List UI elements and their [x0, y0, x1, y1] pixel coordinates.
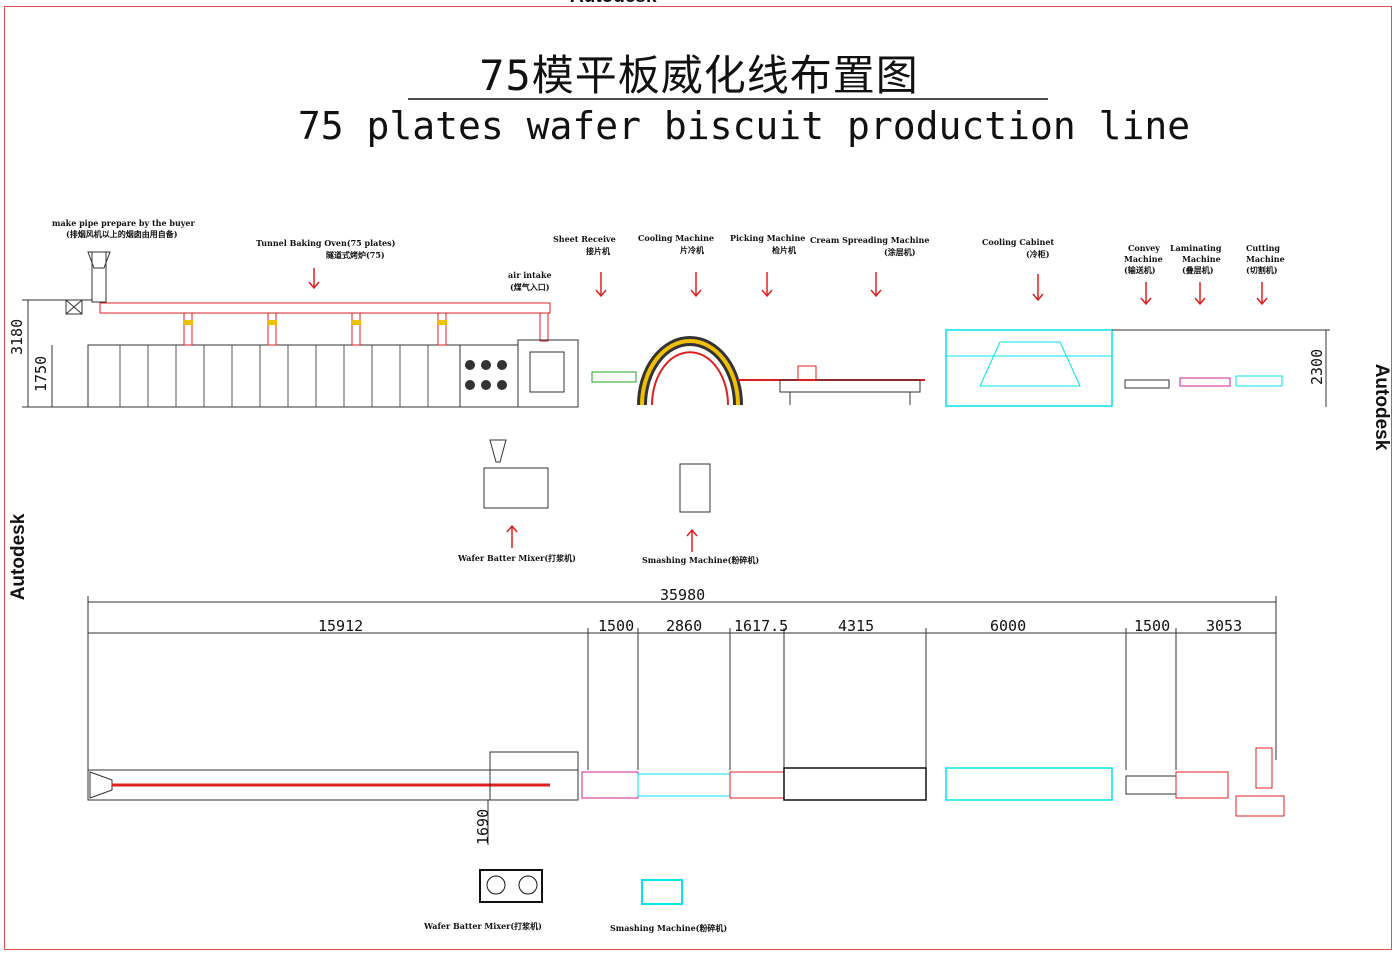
dim-2300: 2300	[1308, 349, 1326, 385]
svg-text:1500: 1500	[1134, 617, 1170, 635]
svg-text:(切割机): (切割机)	[1246, 265, 1278, 275]
svg-text:Sheet Receive: Sheet Receive	[553, 234, 616, 244]
labels: make pipe prepare by the buyer (排烟风机以上的烟…	[52, 218, 1285, 933]
elevation-view: 3180 1750 2300	[8, 251, 1330, 513]
title-chinese: 75模平板威化线布置图	[479, 51, 919, 100]
svg-text:6000: 6000	[990, 617, 1026, 635]
svg-text:接片机: 接片机	[586, 246, 610, 256]
svg-text:(叠层机): (叠层机)	[1182, 265, 1214, 275]
sheet-receive	[591, 371, 637, 383]
svg-text:3053: 3053	[1206, 617, 1242, 635]
watermark-top: Autodesk	[570, 0, 657, 8]
svg-text:make pipe prepare by the buyer: make pipe prepare by the buyer	[52, 218, 195, 228]
svg-text:1617.5: 1617.5	[734, 617, 788, 635]
svg-text:Smashing Machine(粉碎机): Smashing Machine(粉碎机)	[610, 923, 727, 933]
svg-text:(排烟风机以上的烟囱由用自备): (排烟风机以上的烟囱由用自备)	[66, 229, 178, 239]
callout-arrows	[308, 268, 1268, 552]
svg-text:(涂层机): (涂层机)	[884, 247, 916, 257]
duct-drops	[183, 312, 549, 346]
cream-spreader	[779, 379, 921, 393]
svg-text:Machine: Machine	[1182, 254, 1221, 264]
svg-text:片冷机: 片冷机	[680, 245, 704, 255]
svg-text:Laminating: Laminating	[1170, 243, 1222, 253]
svg-text:(煤气入口): (煤气入口)	[510, 282, 550, 292]
cooling-arc	[637, 336, 743, 406]
svg-text:Cooling Machine: Cooling Machine	[638, 233, 714, 243]
svg-text:4315: 4315	[838, 617, 874, 635]
cooling-cabinet	[945, 329, 1113, 407]
plan-view: 35980 15912 1500 2860 1617.5 4315 6000 1…	[87, 586, 1285, 905]
svg-text:Cooling Cabinet: Cooling Cabinet	[982, 237, 1054, 247]
smasher-elevation	[679, 463, 711, 513]
svg-text:1690: 1690	[474, 809, 492, 845]
svg-text:air intake: air intake	[508, 270, 552, 280]
dim-15912: 15912	[318, 617, 363, 635]
svg-text:Cutting: Cutting	[1246, 243, 1280, 253]
svg-text:2860: 2860	[666, 617, 702, 635]
cabinet-plan	[945, 767, 1113, 801]
oven-head	[517, 339, 579, 408]
title-english: 75 plates wafer biscuit production line	[297, 104, 1191, 148]
drawing-frame	[4, 6, 1392, 950]
svg-text:(输送机): (输送机)	[1124, 265, 1156, 275]
exhaust-duct	[99, 302, 551, 314]
cutting-plan	[1255, 747, 1273, 789]
svg-text:Machine: Machine	[1124, 254, 1163, 264]
mixer-elevation	[483, 467, 549, 509]
svg-text:Picking Machine: Picking Machine	[730, 233, 805, 243]
convey-machine	[1124, 379, 1170, 389]
svg-text:检片机: 检片机	[772, 245, 796, 255]
mixer-plan	[479, 869, 543, 903]
svg-text:1500: 1500	[598, 617, 634, 635]
smasher-plan	[641, 879, 683, 905]
svg-text:Cream Spreading Machine: Cream Spreading Machine	[810, 235, 929, 245]
dim-1750: 1750	[32, 356, 50, 392]
picking-plan	[729, 771, 785, 799]
oven-panels	[119, 345, 429, 407]
svg-text:Wafer Batter Mixer(打浆机): Wafer Batter Mixer(打浆机)	[423, 921, 542, 931]
svg-text:Wafer Batter Mixer(打浆机): Wafer Batter Mixer(打浆机)	[457, 553, 576, 563]
svg-text:隧道式烤炉(75): 隧道式烤炉(75)	[326, 250, 385, 260]
oven-body	[87, 344, 461, 408]
cutting-machine	[1235, 375, 1283, 387]
chimney	[91, 251, 107, 303]
svg-text:(冷柜): (冷柜)	[1026, 249, 1050, 259]
sheet-receive-plan	[581, 771, 639, 799]
svg-text:Smashing Machine(粉碎机): Smashing Machine(粉碎机)	[642, 555, 759, 565]
svg-text:Convey: Convey	[1128, 243, 1160, 253]
laminating-plan	[1175, 771, 1229, 799]
dim-total: 35980	[660, 586, 705, 604]
svg-text:Machine: Machine	[1246, 254, 1285, 264]
laminating-machine	[1179, 377, 1231, 387]
svg-text:Tunnel Baking Oven(75 plates): Tunnel Baking Oven(75 plates)	[256, 238, 396, 248]
cream-plan	[783, 767, 927, 801]
cooling-plan	[637, 773, 731, 797]
duct-valves	[183, 320, 447, 325]
dim-3180: 3180	[8, 319, 26, 355]
convey-plan	[1125, 775, 1177, 795]
